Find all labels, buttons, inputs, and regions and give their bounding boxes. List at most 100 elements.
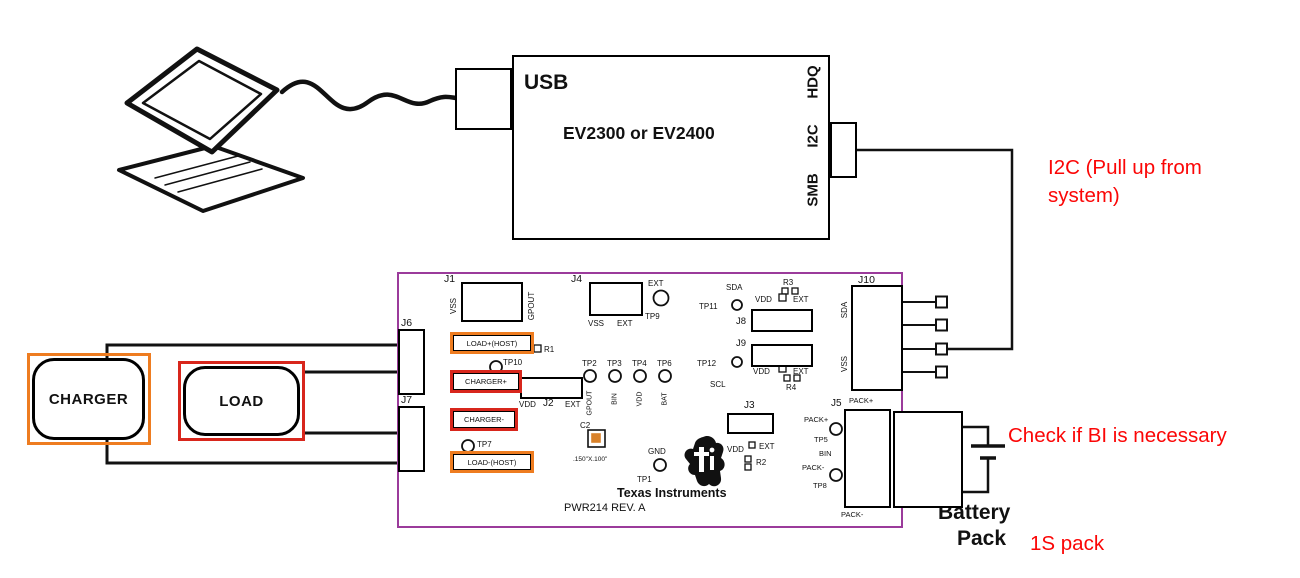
label-j10-sda: SDA [840, 301, 849, 319]
load-plus-highlight: LOAD+(HOST) [450, 332, 534, 354]
tp6-testpoint [658, 369, 672, 383]
label-j3-vdd: VDD [727, 445, 744, 454]
j4-connector [589, 282, 643, 316]
label-tp11: TP11 [699, 302, 718, 311]
label-j2-ext: EXT [565, 400, 581, 409]
label-j10: J10 [858, 274, 875, 286]
label-j10-vss: VSS [840, 355, 849, 373]
j10-pins [903, 295, 948, 379]
label-j9-vdd: VDD [753, 367, 770, 376]
label-tp6-signal: BAT [661, 392, 669, 406]
label-j1-vss: VSS [449, 297, 458, 315]
charger-highlight [27, 353, 151, 445]
j9-connector [751, 344, 813, 367]
label-tp4-signal: VDD [636, 391, 644, 407]
interface-box [512, 55, 830, 240]
label-j5: J5 [831, 398, 842, 409]
interface-title: EV2300 or EV2400 [563, 123, 715, 143]
label-r2: R2 [756, 458, 767, 467]
label-scl: SCL [710, 380, 726, 389]
usb-cable [279, 79, 459, 112]
annotation-i2c-pullup-line2: system) [1048, 184, 1120, 207]
annotation-i2c-pullup-line1: I2C (Pull up from [1048, 156, 1202, 179]
battery-symbol [963, 425, 1005, 494]
label-j9-ext: EXT [793, 367, 809, 376]
tp2-testpoint [583, 369, 597, 383]
label-r4: R4 [786, 383, 797, 392]
label-j1: J1 [444, 273, 456, 285]
label-r3: R3 [783, 278, 794, 287]
charger-box: CHARGER [32, 358, 145, 440]
charger-plus-label: CHARGER+ [453, 373, 519, 390]
label-j8-ext: EXT [793, 295, 809, 304]
label-c2: C2 [580, 421, 591, 430]
j8-connector [751, 309, 813, 332]
j10-connector [851, 285, 903, 391]
label-pack-plus: PACK+ [804, 415, 829, 424]
battery-label-line2: Pack [957, 527, 1007, 550]
label-tp3: TP3 [607, 359, 622, 368]
charger-plus-highlight: CHARGER+ [450, 370, 522, 393]
port-label-i2c: I2C [804, 124, 822, 148]
ti-logo-icon [684, 435, 725, 487]
load-box: LOAD [183, 366, 300, 436]
j5-connector [844, 409, 891, 508]
j7-connector [398, 406, 425, 472]
label-tp2: TP2 [582, 359, 597, 368]
load-plus-label: LOAD+(HOST) [453, 335, 531, 351]
board-name: PWR214 REV. A [564, 502, 646, 514]
label-j5-pack-minus: PACK- [841, 510, 864, 519]
label-tp6: TP6 [657, 359, 672, 368]
label-j4-vss: VSS [588, 319, 605, 328]
label-bin: BIN [819, 449, 832, 458]
charger-minus-label: CHARGER- [453, 411, 515, 428]
label-r1: R1 [544, 345, 555, 354]
label-tp4: TP4 [632, 359, 647, 368]
j3-connector [727, 413, 774, 434]
charger-label: CHARGER [48, 390, 129, 408]
label-j9: J9 [736, 338, 747, 349]
label-footprint-note: .150"X.100" [573, 456, 608, 463]
j1-connector [461, 282, 523, 322]
label-j2: J2 [543, 398, 554, 409]
label-j1-gpout: GPOUT [527, 291, 536, 321]
label-j3-ext: EXT [759, 442, 775, 451]
port-label-smb: SMB [804, 173, 822, 207]
usb-plug [455, 68, 512, 130]
label-tp8: TP8 [813, 481, 827, 490]
label-j4-ext: EXT [617, 319, 633, 328]
label-tp2-signal: GPOUT [586, 390, 594, 416]
label-j2-vdd: VDD [519, 400, 536, 409]
label-j7: J7 [401, 394, 413, 406]
port-label-hdq: HDQ [804, 65, 822, 99]
tp4-testpoint [633, 369, 647, 383]
tp12-testpoint [731, 356, 743, 368]
label-gnd: GND [648, 447, 666, 456]
label-pack-minus: PACK- [802, 463, 825, 472]
label-tp9-ext: EXT [648, 279, 664, 288]
annotation-check-bi: Check if BI is necessary [1008, 424, 1227, 447]
label-tp9: TP9 [645, 312, 660, 321]
battery-pack-connector [893, 411, 963, 508]
evm-board-outline [397, 272, 903, 528]
load-highlight [178, 361, 305, 441]
load-label: LOAD [219, 392, 264, 410]
load-minus-highlight: LOAD-(HOST) [450, 451, 534, 473]
j6-connector [398, 329, 425, 395]
label-j4: J4 [571, 273, 583, 285]
interface-port-connector [830, 122, 857, 178]
label-j6: J6 [401, 317, 413, 329]
tp9-testpoint [652, 289, 670, 307]
label-sda: SDA [726, 283, 743, 292]
tp11-testpoint [731, 299, 743, 311]
tp8-testpoint [829, 468, 843, 482]
annotation-pack-type: 1S pack [1030, 532, 1105, 555]
tp1-testpoint [653, 458, 667, 472]
load-minus-label: LOAD-(HOST) [453, 454, 531, 470]
tp5-testpoint [829, 422, 843, 436]
label-tp5: TP5 [814, 435, 828, 444]
label-j8: J8 [736, 316, 747, 327]
i2c-wire [857, 148, 1014, 351]
charger-minus-highlight: CHARGER- [450, 408, 518, 431]
